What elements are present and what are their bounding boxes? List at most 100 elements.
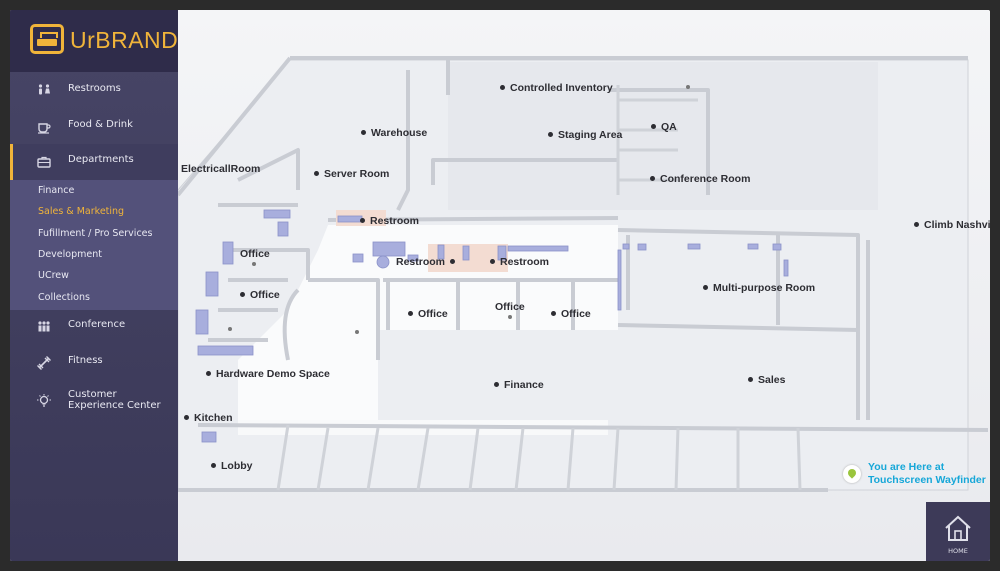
location-marker: [500, 84, 505, 90]
room-restroom-1[interactable]: Restroom: [360, 215, 419, 227]
location-marker: [360, 217, 365, 223]
room-hardware-demo[interactable]: Hardware Demo Space: [206, 368, 330, 380]
room-label-text: Lobby: [221, 460, 253, 472]
room-controlled-inventory[interactable]: Controlled Inventory: [500, 82, 613, 94]
lightbulb-icon: [37, 394, 51, 407]
location-marker: [650, 175, 655, 181]
room-qa[interactable]: QA: [651, 121, 677, 133]
room-label-text: Climb Nashvill: [924, 219, 990, 231]
location-marker: [703, 284, 708, 290]
sub-fulfillment[interactable]: Fufillment / Pro Services: [38, 228, 153, 239]
sub-finance[interactable]: Finance: [38, 185, 75, 196]
nav-customer-experience[interactable]: Customer Experience Center: [10, 383, 178, 419]
location-marker: [240, 291, 245, 297]
you-are-here-label: You are Here at Touchscreen Wayfinder: [868, 461, 986, 487]
room-label-text: Conference Room: [660, 173, 751, 185]
room-finance[interactable]: Finance: [494, 379, 544, 391]
room-office-1[interactable]: Office: [240, 248, 270, 260]
room-label-text: Office: [418, 308, 448, 320]
sub-ucrew[interactable]: UCrew: [38, 270, 69, 281]
location-marker: [408, 310, 413, 316]
you-are-here-line2: Touchscreen Wayfinder: [868, 474, 986, 486]
room-label-text: Staging Area: [558, 129, 623, 141]
room-label-text: Server Room: [324, 168, 390, 180]
location-marker: [548, 131, 553, 137]
location-marker: [355, 330, 359, 334]
dumbbell-icon: [37, 356, 51, 370]
room-label-text: Controlled Inventory: [510, 82, 613, 94]
room-label-text: Sales: [758, 374, 786, 386]
room-label-text: Office: [495, 301, 525, 313]
home-icon: [945, 515, 971, 541]
location-marker: [361, 129, 366, 135]
nav-fitness-label: Fitness: [68, 355, 103, 366]
room-electrical[interactable]: ElectricallRoom: [181, 163, 260, 175]
home-label: HOME: [948, 547, 968, 555]
location-marker: [252, 262, 256, 266]
nav-food-label: Food & Drink: [68, 119, 133, 130]
room-restroom-3[interactable]: Restroom: [490, 256, 549, 268]
location-marker: [490, 258, 495, 264]
room-office-4[interactable]: Office: [495, 301, 525, 313]
brand-header: UrBRAND: [10, 10, 178, 72]
location-marker: [314, 170, 319, 176]
nav-restrooms-label: Restrooms: [68, 83, 121, 94]
location-marker: [450, 258, 456, 264]
room-label-text: Hardware Demo Space: [216, 368, 330, 380]
room-conference[interactable]: Conference Room: [650, 173, 750, 185]
sub-collections[interactable]: Collections: [38, 292, 90, 303]
nav-departments-label: Departments: [68, 154, 134, 165]
nav-restrooms[interactable]: Restrooms: [10, 73, 178, 109]
nav-fitness[interactable]: Fitness: [10, 345, 178, 381]
room-label-text: Restroom: [396, 256, 446, 268]
location-marker: [206, 370, 211, 376]
room-office-5[interactable]: Office: [551, 308, 591, 320]
room-label-text: Kitchen: [194, 412, 233, 424]
location-marker: [508, 315, 512, 319]
room-restroom-2[interactable]: Restroom: [396, 256, 460, 268]
room-sales[interactable]: Sales: [748, 374, 785, 386]
room-warehouse[interactable]: Warehouse: [361, 127, 427, 139]
room-climb-nashville[interactable]: Climb Nashvill: [914, 219, 990, 231]
location-marker: [914, 221, 919, 227]
room-label-text: Office: [240, 248, 270, 260]
location-marker: [228, 327, 232, 331]
room-lobby[interactable]: Lobby: [211, 460, 253, 472]
room-office-3[interactable]: Office: [408, 308, 448, 320]
brand-name: UrBRAND: [70, 27, 179, 53]
room-server[interactable]: Server Room: [314, 168, 389, 180]
location-marker: [211, 462, 216, 468]
location-marker: [686, 85, 690, 89]
nav-departments[interactable]: Departments: [10, 144, 178, 180]
location-marker: [651, 123, 656, 129]
room-label-text: Office: [561, 308, 591, 320]
room-label-text: ElectricallRoom: [181, 163, 261, 175]
nav-customer-label: Customer Experience Center: [68, 389, 161, 411]
nav-food-drink[interactable]: Food & Drink: [10, 109, 178, 145]
people-icon: [38, 321, 50, 332]
location-marker: [494, 381, 499, 387]
sub-sales-marketing[interactable]: Sales & Marketing: [38, 206, 125, 217]
restroom-icon: [38, 84, 50, 95]
you-are-here-pin-icon: [843, 465, 861, 483]
nav-customer-line2: Experience Center: [68, 400, 161, 411]
coffee-cup-icon: [38, 123, 51, 134]
location-marker: [748, 376, 753, 382]
room-staging-area[interactable]: Staging Area: [548, 129, 622, 141]
departments-submenu: Finance Sales & Marketing Fufillment / P…: [10, 180, 178, 310]
sidebar: UrBRAND Restrooms Food & Drink Depart: [10, 10, 178, 561]
room-multipurpose[interactable]: Multi-purpose Room: [703, 282, 815, 294]
room-office-2[interactable]: Office: [240, 289, 280, 301]
room-label-text: Finance: [504, 379, 544, 391]
sub-development[interactable]: Development: [38, 249, 102, 260]
room-label-text: Warehouse: [371, 127, 428, 139]
home-button[interactable]: HOME: [926, 502, 990, 561]
room-label-text: QA: [661, 121, 677, 133]
nav-conference[interactable]: Conference: [10, 309, 178, 345]
room-label-text: Restroom: [370, 215, 420, 227]
room-label-text: Multi-purpose Room: [713, 282, 816, 294]
floor-map[interactable]: Controlled Inventory Warehouse Staging A…: [178, 10, 990, 561]
room-kitchen[interactable]: Kitchen: [184, 412, 233, 424]
location-marker: [551, 310, 556, 316]
nav-customer-line1: Customer: [68, 389, 117, 400]
